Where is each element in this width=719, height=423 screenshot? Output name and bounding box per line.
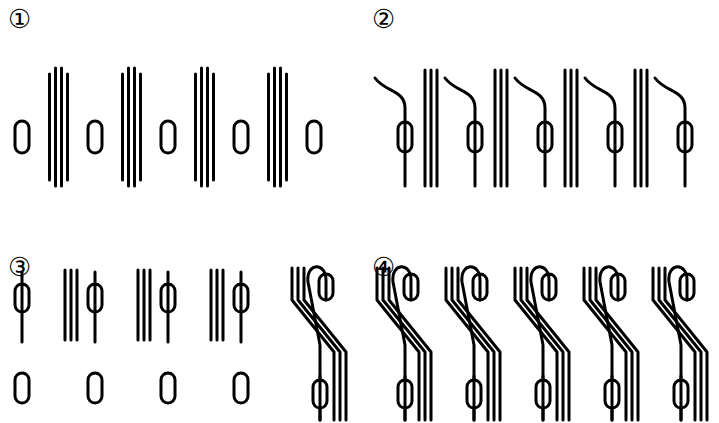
strand [21, 272, 24, 342]
bobbin-oval [15, 373, 29, 403]
strand [273, 68, 276, 186]
strand [576, 70, 579, 186]
strand [139, 74, 142, 180]
strand [285, 74, 288, 180]
strand [206, 68, 209, 186]
step-number: ① [8, 6, 31, 32]
bobbin-oval [161, 121, 175, 153]
strand [506, 70, 509, 186]
step-number: ④ [372, 254, 395, 280]
strand [665, 268, 707, 420]
bobbin-oval [234, 373, 248, 403]
strand [240, 272, 243, 342]
strand [542, 376, 545, 420]
strand [500, 70, 503, 186]
strand [494, 70, 497, 186]
strand [143, 270, 146, 340]
strand [200, 68, 203, 186]
strand [137, 270, 140, 340]
strand [404, 376, 407, 420]
bobbin-oval [88, 121, 102, 153]
strand [308, 267, 326, 420]
strand [76, 270, 79, 340]
strand [222, 270, 225, 340]
strand [149, 270, 152, 340]
strand [600, 267, 618, 420]
strand [515, 78, 545, 186]
strand [445, 78, 475, 186]
strand [596, 268, 638, 420]
strand [279, 68, 282, 186]
strand [680, 376, 683, 420]
bobbin-oval [88, 373, 102, 403]
strand [655, 78, 685, 186]
strand [70, 270, 73, 340]
strand [216, 270, 219, 340]
strand [60, 68, 63, 186]
strand [64, 270, 67, 340]
strand [212, 74, 215, 180]
strand [393, 267, 411, 420]
strand [473, 376, 476, 420]
strand [389, 268, 431, 420]
strand [133, 68, 136, 186]
bobbin-oval [161, 373, 175, 403]
strand [646, 70, 649, 186]
bobbin-oval [307, 121, 321, 153]
strand [527, 268, 569, 420]
strand [319, 376, 322, 420]
strand [267, 74, 270, 180]
strand [640, 70, 643, 186]
strand [462, 267, 480, 420]
strand [458, 268, 500, 420]
step-number: ③ [8, 254, 31, 280]
strand [48, 74, 51, 180]
step-number: ② [372, 6, 395, 32]
strand [194, 74, 197, 180]
strand [430, 70, 433, 186]
strand [304, 268, 346, 420]
strand [585, 78, 615, 186]
strand [210, 270, 213, 340]
strand [564, 70, 567, 186]
strand [121, 74, 124, 180]
strand [54, 68, 57, 186]
strand [669, 267, 687, 420]
strand [531, 267, 549, 420]
bobbin-oval [15, 121, 29, 153]
bobbin-oval [234, 121, 248, 153]
strand [424, 70, 427, 186]
strand [436, 70, 439, 186]
strand [94, 272, 97, 342]
strand [167, 272, 170, 342]
strand [66, 74, 69, 180]
strokes [15, 68, 707, 420]
strand [634, 70, 637, 186]
strand [375, 78, 405, 186]
strand [570, 70, 573, 186]
strand [127, 68, 130, 186]
strand [611, 376, 614, 420]
